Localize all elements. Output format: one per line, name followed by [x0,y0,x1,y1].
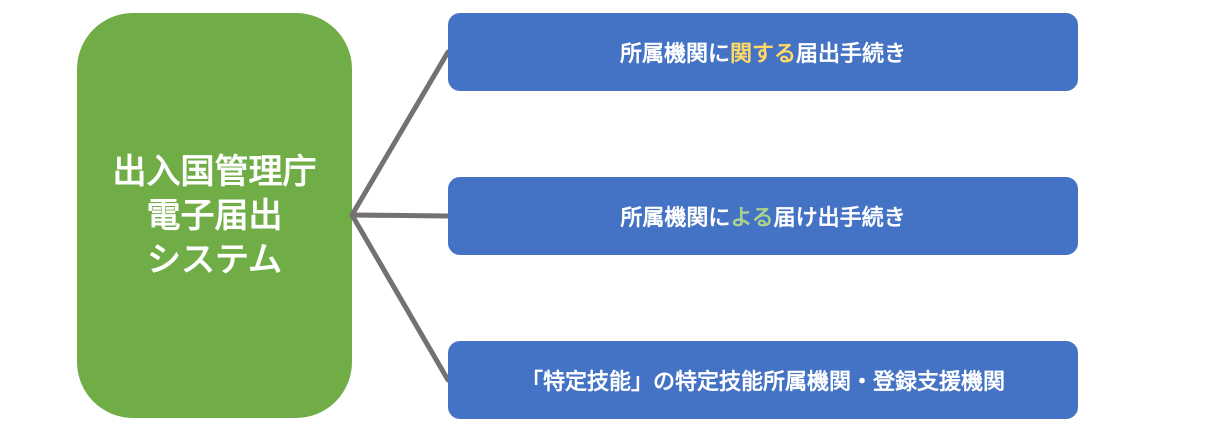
branch-2-text-before: 所属機関に [620,206,731,231]
branch-3-text: 「特定技能」の特定技能所属機関・登録支援機関 [520,370,1005,395]
branch-node-3: 「特定技能」の特定技能所属機関・登録支援機関 [448,341,1078,419]
branch-1-highlight: 関する [729,42,796,67]
root-line-1: 出入国管理庁 [112,151,317,192]
connector-1 [349,49,451,218]
branch-1-text-before: 所属機関に [619,42,730,67]
branch-node-2: 所属機関による届け出手続き [448,177,1078,255]
branch-2-highlight: よる [730,206,774,231]
root-node: 出入国管理庁 電子届出 システム [77,13,352,418]
root-line-3: システム [147,239,282,280]
connector-2 [349,212,451,219]
branch-node-1: 所属機関に関する届出手続き [448,13,1078,91]
branch-2-text-after: 届け出手続き [773,206,906,231]
connector-3 [349,212,451,383]
branch-1-text-after: 届出手続き [796,42,907,67]
root-line-2: 電子届出 [146,195,283,236]
